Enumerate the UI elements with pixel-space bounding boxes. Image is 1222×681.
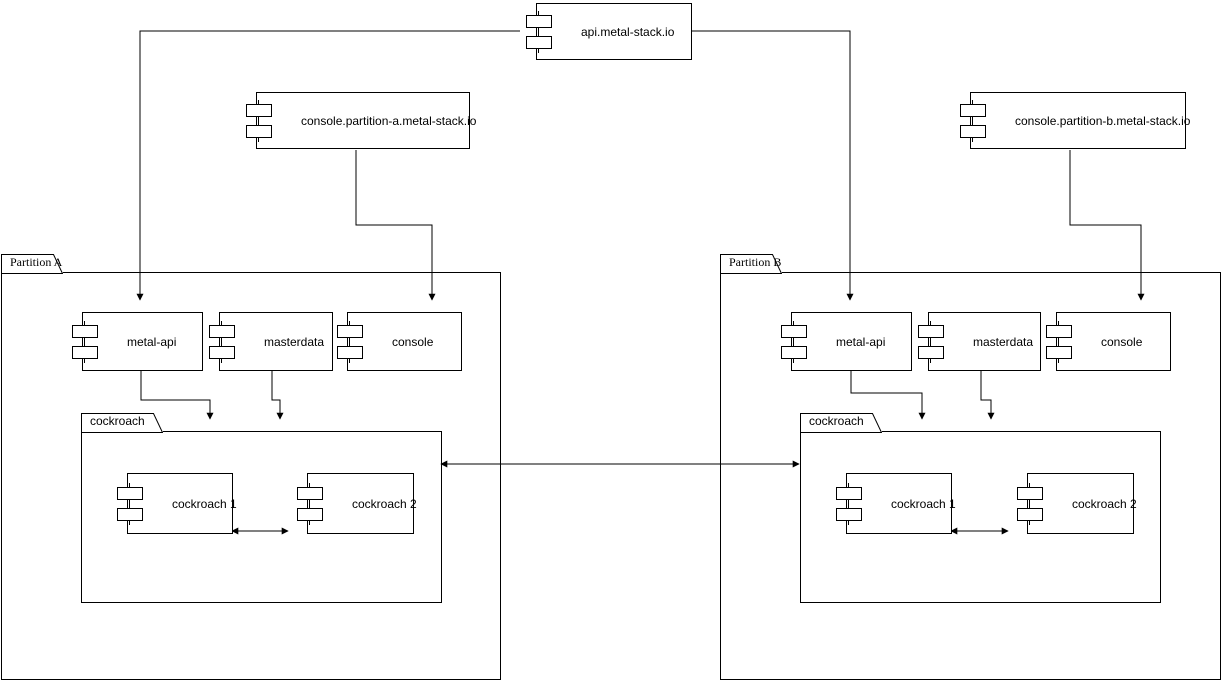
- component-cockroach-a-2[interactable]: cockroach 2: [297, 473, 417, 534]
- component-metal-api-b[interactable]: metal-api: [781, 312, 912, 371]
- component-metal-api-a[interactable]: metal-api: [72, 312, 203, 371]
- component-cockroach-a-1-label: cockroach 1: [172, 496, 237, 511]
- cockroach-container-b[interactable]: cockroach cockroach 1 cockroach 2: [800, 413, 1161, 603]
- uml-component-icon: [1046, 320, 1072, 363]
- component-masterdata-b[interactable]: masterdata: [918, 312, 1041, 371]
- uml-component-icon: [297, 482, 323, 525]
- uml-component-icon: [1017, 482, 1043, 525]
- component-console-a-label: console: [392, 334, 434, 349]
- node-console-partition-a[interactable]: console.partition-a.metal-stack.io: [246, 92, 476, 149]
- uml-component-icon: [72, 320, 98, 363]
- component-masterdata-a[interactable]: masterdata: [209, 312, 333, 371]
- cockroach-a-tab: [81, 413, 163, 433]
- uml-component-icon: [960, 99, 986, 142]
- node-api-metal-stack-io[interactable]: api.metal-stack.io: [526, 3, 692, 60]
- component-cockroach-b-2[interactable]: cockroach 2: [1017, 473, 1137, 534]
- partition-a-tab: [1, 254, 63, 274]
- component-metal-api-b-label: metal-api: [836, 334, 886, 349]
- component-console-b[interactable]: console: [1046, 312, 1171, 371]
- cockroach-b-tab: [800, 413, 882, 433]
- uml-component-icon: [781, 320, 807, 363]
- partition-b-label: Partition B: [729, 255, 782, 269]
- component-masterdata-a-label: masterdata: [264, 334, 325, 349]
- uml-component-icon: [246, 99, 272, 142]
- cockroach-b-label: cockroach: [809, 414, 864, 428]
- node-console-partition-b[interactable]: console.partition-b.metal-stack.io: [960, 92, 1190, 149]
- node-console-partition-b-label: console.partition-b.metal-stack.io: [1015, 113, 1191, 128]
- uml-component-icon: [337, 320, 363, 363]
- uml-component-icon: [836, 482, 862, 525]
- uml-component-icon: [117, 482, 143, 525]
- component-cockroach-b-1-label: cockroach 1: [891, 496, 956, 511]
- component-console-b-label: console: [1101, 334, 1143, 349]
- cockroach-a-label: cockroach: [90, 414, 145, 428]
- partition-a-label: Partition A: [10, 255, 63, 269]
- uml-component-icon: [209, 320, 235, 363]
- partition-b-tab: [720, 254, 782, 274]
- uml-component-icon: [918, 320, 944, 363]
- cockroach-container-a[interactable]: cockroach cockroach 1 cockroach 2: [81, 413, 442, 603]
- uml-component-icon: [526, 10, 552, 53]
- component-metal-api-a-label: metal-api: [127, 334, 177, 349]
- component-cockroach-b-2-label: cockroach 2: [1072, 496, 1137, 511]
- node-api-label: api.metal-stack.io: [581, 24, 675, 39]
- component-cockroach-a-2-label: cockroach 2: [352, 496, 417, 511]
- partition-b-container[interactable]: Partition B metal-api masterdata: [720, 254, 1221, 680]
- component-masterdata-b-label: masterdata: [973, 334, 1034, 349]
- wire-api-to-metal-api-a: [136, 30, 520, 301]
- component-console-a[interactable]: console: [337, 312, 462, 371]
- partition-a-container[interactable]: Partition A metal-api masterdata: [1, 254, 501, 680]
- component-cockroach-b-1[interactable]: cockroach 1: [836, 473, 956, 534]
- component-cockroach-a-1[interactable]: cockroach 1: [117, 473, 237, 534]
- node-console-partition-a-label: console.partition-a.metal-stack.io: [301, 113, 477, 128]
